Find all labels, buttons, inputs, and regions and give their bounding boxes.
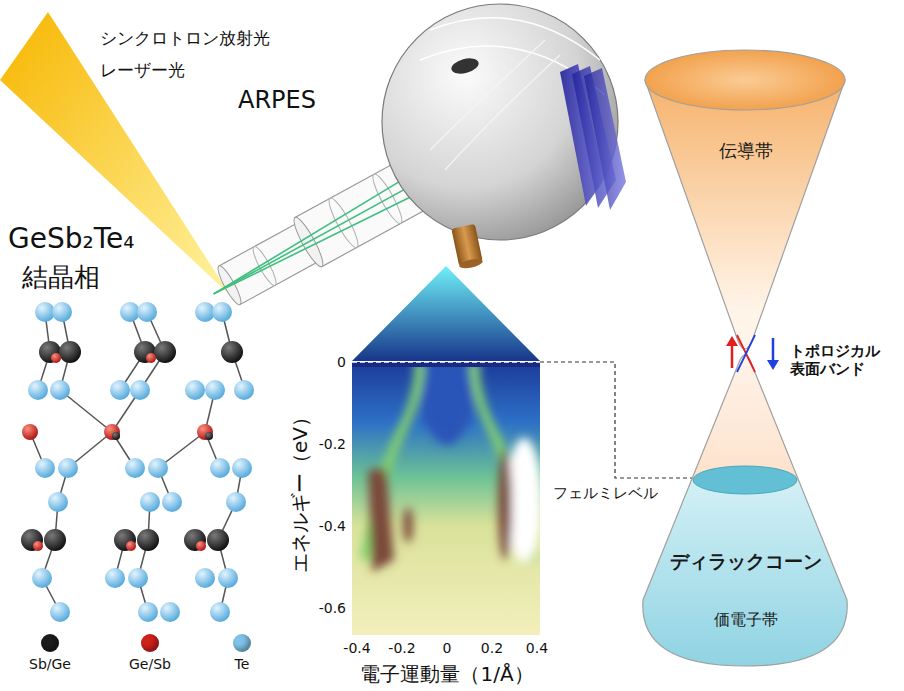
tick-label: -0.2 xyxy=(388,640,415,657)
tick-label: 0 xyxy=(337,354,346,371)
band-name: 伝導帯 xyxy=(640,140,852,162)
analyzer-hemisphere xyxy=(382,4,626,270)
cone-shape xyxy=(640,45,852,355)
legend-text: Ge/Sb xyxy=(129,656,171,673)
tick-label: -0.4 xyxy=(343,640,370,657)
detector-projection xyxy=(352,266,540,361)
fermi-leader xyxy=(540,362,693,478)
conduction-band-cone: 伝導帯 xyxy=(640,45,852,355)
instrument-label: ARPES xyxy=(238,86,316,115)
axis-label: エネルギー（eV） xyxy=(288,407,312,573)
axis-label: 電子運動量（1/Å） xyxy=(360,662,533,686)
tick-label: 0.2 xyxy=(481,640,503,657)
fermi-dash xyxy=(352,361,540,363)
material-label: GeSb₂Te₄ xyxy=(8,222,135,256)
tick-label: -0.4 xyxy=(319,518,346,535)
cone-name: ディラックコーン xyxy=(640,550,852,573)
legend-text: Sb/Ge xyxy=(29,656,71,673)
band-name: 価電子帯 xyxy=(640,610,852,629)
legend-swatch xyxy=(233,634,251,652)
legend-text: Te xyxy=(235,656,250,673)
fermi-label: フェルミレベル xyxy=(553,484,658,502)
light-source-label: レーザー光 xyxy=(100,60,185,80)
light-beam xyxy=(0,12,230,295)
tick-label: -0.6 xyxy=(319,600,346,617)
light-source-label: シンクロトロン放射光 xyxy=(100,28,270,48)
tick-label: 0 xyxy=(443,640,452,657)
arpes-spectrum xyxy=(352,362,540,635)
phase-label: 結晶相 xyxy=(22,262,100,293)
tick-label: -0.2 xyxy=(319,436,346,453)
legend-swatch xyxy=(41,634,59,652)
legend-swatch xyxy=(141,634,159,652)
band-label: トポロジカル 表面バンド xyxy=(790,342,890,378)
valence-band-cone: ディラックコーン価電子帯 xyxy=(640,350,852,670)
tick-label: 0.4 xyxy=(526,640,548,657)
crystal-structure xyxy=(21,302,254,622)
